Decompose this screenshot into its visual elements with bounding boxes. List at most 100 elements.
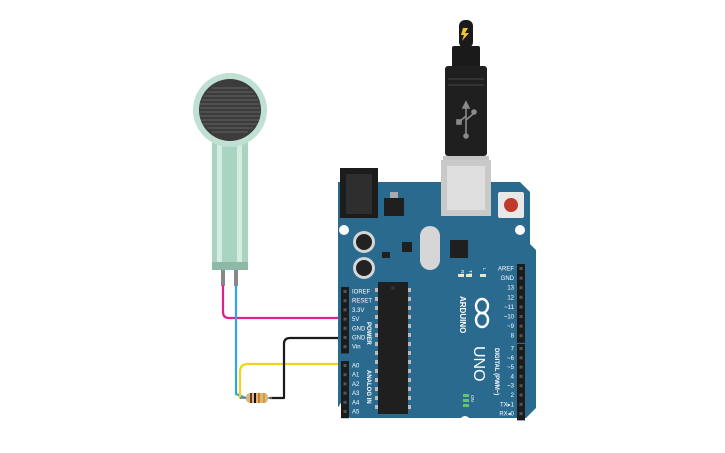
pin-label: RX◂0	[499, 412, 514, 418]
sensor-pad	[199, 79, 261, 141]
sensor-leg-left[interactable]	[221, 270, 225, 286]
on-led	[463, 404, 469, 407]
reset-button-cap	[504, 198, 518, 212]
header-pin[interactable]	[519, 295, 523, 299]
header-pin[interactable]	[519, 356, 523, 360]
arduino-logo-group: ARDUINO UNO	[458, 296, 490, 382]
chip-pin	[408, 297, 411, 301]
chip-pin	[375, 369, 378, 373]
header-pin[interactable]	[343, 308, 347, 312]
pin-label: ~9	[507, 324, 515, 330]
header-strip	[341, 361, 349, 419]
header-pin[interactable]	[519, 315, 523, 318]
force-sensor[interactable]	[193, 73, 267, 286]
on-led	[463, 394, 469, 397]
header-pin[interactable]	[343, 336, 347, 339]
chip-pin	[375, 360, 378, 364]
chip-pin	[408, 324, 411, 328]
chip-pin	[408, 378, 411, 382]
chip-pin	[408, 396, 411, 400]
voltage-regulator	[384, 198, 404, 216]
chip-pin	[408, 360, 411, 364]
sensor-pad-lines	[200, 87, 260, 133]
pin-label: IOREF	[352, 290, 371, 296]
chip-pin	[408, 333, 411, 337]
l-label: L	[482, 268, 487, 271]
arduino-uno-board[interactable]: RX TX L ARDUINO UNO ON IOREFRESET3.3V5VG…	[338, 160, 536, 426]
wire-a0[interactable]	[238, 362, 345, 400]
wire-gnd[interactable]	[268, 336, 345, 400]
tx-led	[466, 274, 472, 277]
chip-pins	[375, 288, 411, 409]
pin-label: 13	[507, 286, 514, 292]
header-pin[interactable]	[519, 334, 523, 338]
power-bolt-icon	[461, 28, 469, 41]
usb-cable[interactable]	[443, 20, 489, 164]
header-pin[interactable]	[343, 410, 347, 413]
analog-section-label: ANALOG IN	[365, 370, 371, 404]
pin-label: 8	[511, 334, 515, 340]
pin-label: TX▸1	[500, 402, 515, 408]
header-pin[interactable]	[343, 299, 347, 303]
pin-label: Vin	[352, 345, 361, 351]
pin-label: ~3	[507, 384, 515, 390]
header-pin[interactable]	[519, 365, 523, 369]
header-pin[interactable]	[519, 384, 523, 388]
header-pin[interactable]	[519, 324, 523, 328]
chip-pin	[375, 396, 378, 400]
header-pin[interactable]	[519, 286, 523, 290]
header-pin[interactable]	[343, 317, 347, 321]
header-pin[interactable]	[519, 276, 523, 280]
chip-pin	[375, 324, 378, 328]
resistor-band	[254, 393, 256, 403]
pin-label: GND	[501, 276, 515, 282]
chip-pin	[375, 315, 378, 319]
sensor-trace	[237, 138, 242, 268]
resistor-band	[263, 393, 265, 403]
pin-label: ~10	[504, 315, 515, 321]
usb-strain-relief	[452, 46, 480, 68]
header-pin[interactable]	[519, 393, 523, 397]
header-pin[interactable]	[519, 305, 523, 309]
resistor-band	[258, 393, 260, 403]
header-pin[interactable]	[343, 373, 347, 377]
header-pin[interactable]	[519, 402, 523, 406]
resistor[interactable]	[240, 393, 272, 403]
chip-pin	[408, 288, 411, 292]
chip-pin	[375, 387, 378, 391]
header-pin[interactable]	[343, 382, 347, 386]
header-pin[interactable]	[519, 412, 523, 416]
pin-label: 4	[511, 374, 515, 380]
sensor-tail-end	[212, 262, 248, 270]
wire-5v[interactable]	[221, 284, 345, 320]
header-pin[interactable]	[343, 391, 347, 395]
header-pin[interactable]	[343, 290, 347, 293]
chip-pin	[408, 387, 411, 391]
pin-label: A2	[352, 382, 360, 388]
chip-notch	[391, 286, 395, 290]
usb-symbol-icon	[456, 100, 477, 139]
on-label: ON	[470, 395, 475, 402]
header-pin[interactable]	[519, 267, 523, 270]
header-pin[interactable]	[343, 364, 347, 367]
header-pin[interactable]	[519, 374, 523, 378]
sensor-leg-right[interactable]	[234, 270, 238, 286]
pin-label: 7	[511, 347, 515, 353]
pin-label: A5	[352, 410, 360, 416]
small-chip	[402, 242, 412, 252]
resistor-band	[250, 393, 252, 403]
header-pin[interactable]	[343, 345, 347, 349]
chip-pin	[408, 315, 411, 319]
chip-pin	[408, 405, 411, 409]
wire-sensor-to-resistor[interactable]	[234, 284, 248, 400]
header-pin[interactable]	[343, 400, 347, 404]
header-pin[interactable]	[519, 347, 523, 350]
atmega-chip	[378, 282, 408, 414]
chip-pin	[408, 306, 411, 310]
header-pin[interactable]	[343, 326, 347, 330]
